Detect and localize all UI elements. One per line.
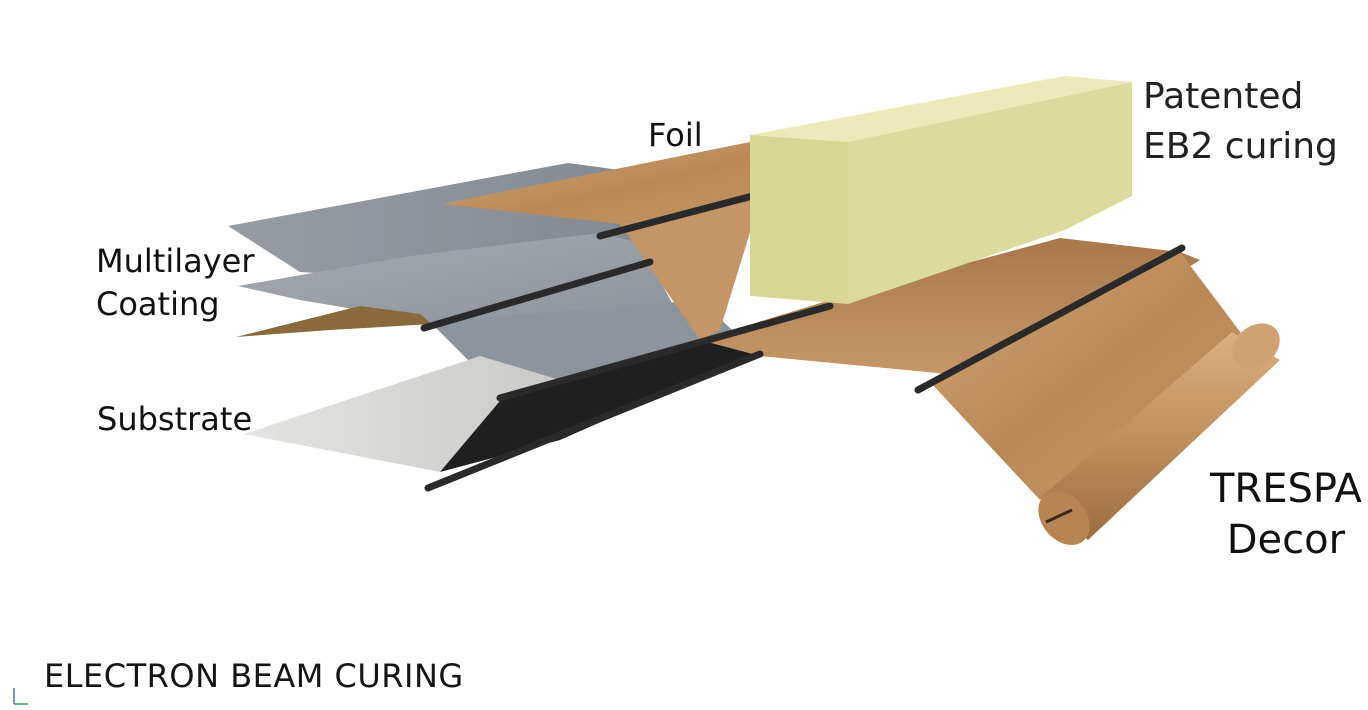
trespa-decor-label: TRESPA Decor bbox=[1210, 464, 1362, 566]
roll-far-end bbox=[1232, 323, 1280, 369]
multilayer-coating-label: Multilayer Coating bbox=[96, 240, 255, 326]
coating-brown-layer bbox=[236, 306, 432, 337]
multilayer-label-line2: Coating bbox=[96, 285, 220, 324]
substrate-sheet bbox=[244, 356, 560, 472]
rod-1 bbox=[596, 190, 764, 240]
eb2-curing-box bbox=[750, 76, 1132, 304]
eb2-box-front bbox=[750, 135, 848, 304]
coating-sheet-middle bbox=[238, 233, 680, 322]
decor-web bbox=[700, 238, 1200, 380]
axis-gizmo-icon bbox=[13, 688, 28, 705]
foil-fold bbox=[620, 200, 760, 340]
multilayer-label-line1: Multilayer bbox=[96, 242, 255, 280]
eb2-box-top bbox=[750, 76, 1132, 142]
eb2-label-line1: Patented bbox=[1143, 76, 1304, 117]
roll-slit bbox=[1045, 508, 1073, 524]
diagram-title: ELECTRON BEAM CURING bbox=[44, 657, 464, 695]
rod-4 bbox=[424, 350, 764, 492]
eb2-box-side bbox=[848, 82, 1132, 304]
foil-label: Foil bbox=[648, 116, 703, 154]
trespa-decor-roll bbox=[1038, 323, 1280, 545]
rod-2 bbox=[420, 258, 654, 332]
trespa-label-line2: Decor bbox=[1226, 517, 1346, 564]
roll-near-end bbox=[1038, 491, 1090, 545]
eb2-label-line2: EB2 curing bbox=[1143, 125, 1338, 167]
substrate-underside bbox=[440, 340, 760, 472]
eb2-curing-label: Patented EB2 curing bbox=[1143, 72, 1338, 171]
rod-5 bbox=[914, 244, 1186, 394]
roller-rods bbox=[420, 190, 1186, 492]
substrate-label: Substrate bbox=[97, 400, 253, 438]
roll-body bbox=[1040, 332, 1280, 540]
rod-3 bbox=[496, 302, 834, 402]
trespa-label-line1: TRESPA bbox=[1210, 466, 1362, 512]
decor-web-descending bbox=[930, 252, 1250, 500]
